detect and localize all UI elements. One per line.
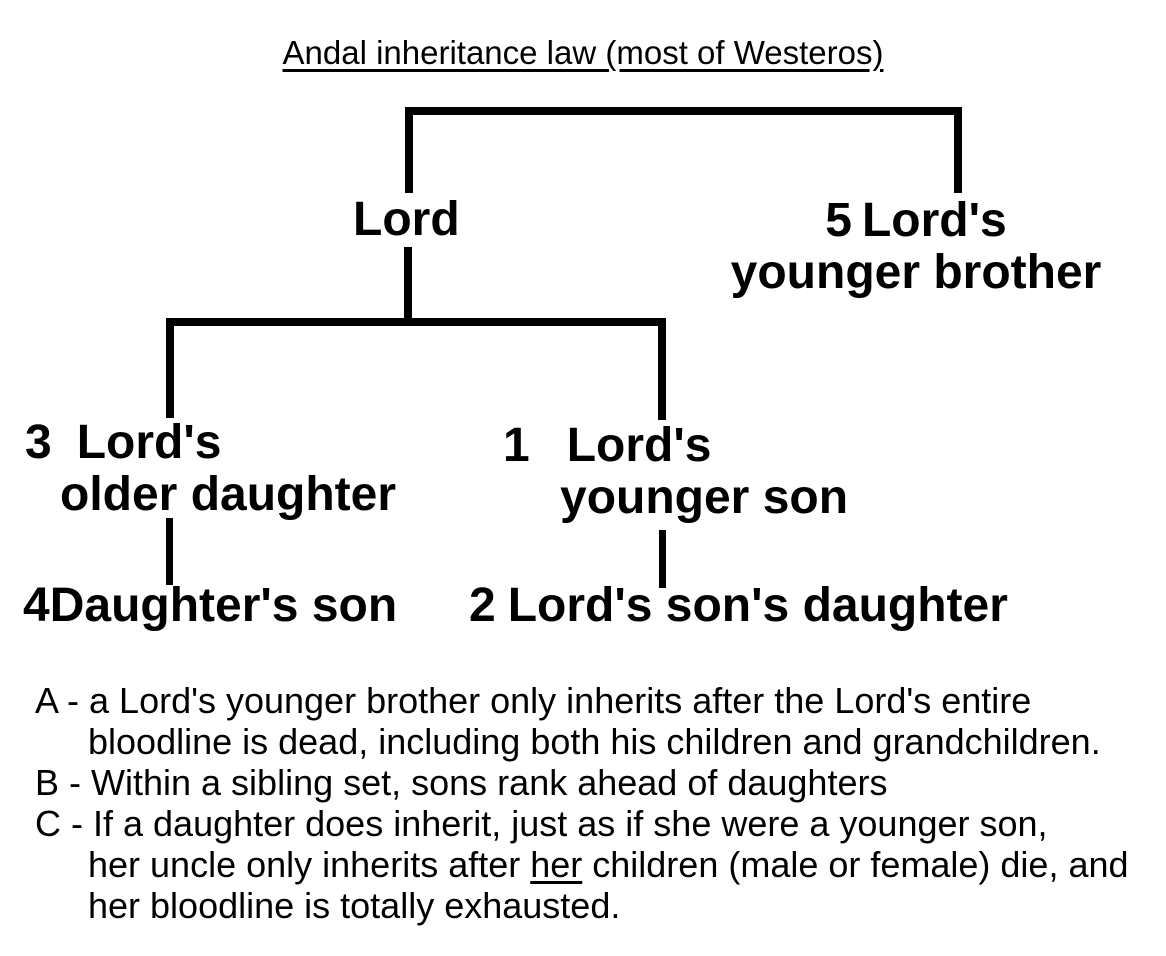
node-name-line1: Lord's [566,419,712,472]
node-line1: 3 Lord's [25,417,396,469]
note-c-line2-underlined-her: her [530,844,583,885]
note-c-line2: her uncle only inherits after her childr… [88,844,1129,885]
rank-number: 1 [503,419,530,472]
note-c-line2-before: her uncle only inherits after [88,844,531,885]
node-line1: 1 Lord's [503,420,848,472]
connector-top-left-vertical-line [405,107,413,193]
node-name-line1: Lord's [76,416,222,469]
rank-number: 4 [23,579,50,632]
diagram-title: Andal inheritance law (most of Westeros) [282,34,884,71]
rank-number: 3 [25,416,52,469]
connector-sons-daughter-stem-line [659,530,666,588]
connector-daughters-son-stem-line [166,518,173,585]
node-daughters-son: 4Daughter's son [23,580,397,632]
note-b-line1: B - Within a sibling set, sons rank ahea… [35,762,888,803]
node-name: Daughter's son [49,579,398,632]
node-name-line2: younger son [560,471,849,524]
node-lords-younger-son: 1 Lord's younger son [503,420,848,524]
note-a-line1: A - a Lord's younger brother only inheri… [35,680,1032,721]
connector-lord-stem-line [404,247,412,320]
connector-top-right-vertical-line [954,107,962,193]
node-lords-older-daughter: 3 Lord's older daughter [25,417,396,521]
note-c-line2-after: children (male or female) die, and [582,844,1129,885]
node-name-line1: Lord's [861,194,1007,247]
note-c-line3: her bloodline is totally exhausted. [88,885,621,926]
connector-children-horizontal-line [166,318,666,326]
note-a-line2: bloodline is dead, including both his ch… [88,721,1101,762]
connector-daughter-vertical-line [166,318,174,418]
footnotes: A - a Lord's younger brother only inheri… [35,680,1129,926]
note-c-line1: C - If a daughter does inherit, just as … [35,803,1048,844]
node-name-line2: younger brother [730,246,1102,299]
node-name: Lord's son's daughter [507,579,1008,632]
connector-son-vertical-line [658,318,666,420]
rank-number: 5 [825,194,852,247]
node-lord-label: Lord [353,193,460,246]
node-name-line2: older daughter [60,468,397,521]
rank-number: 2 [469,579,496,632]
connector-top-horizontal-line [405,107,962,115]
node-lord: Lord [353,194,460,246]
